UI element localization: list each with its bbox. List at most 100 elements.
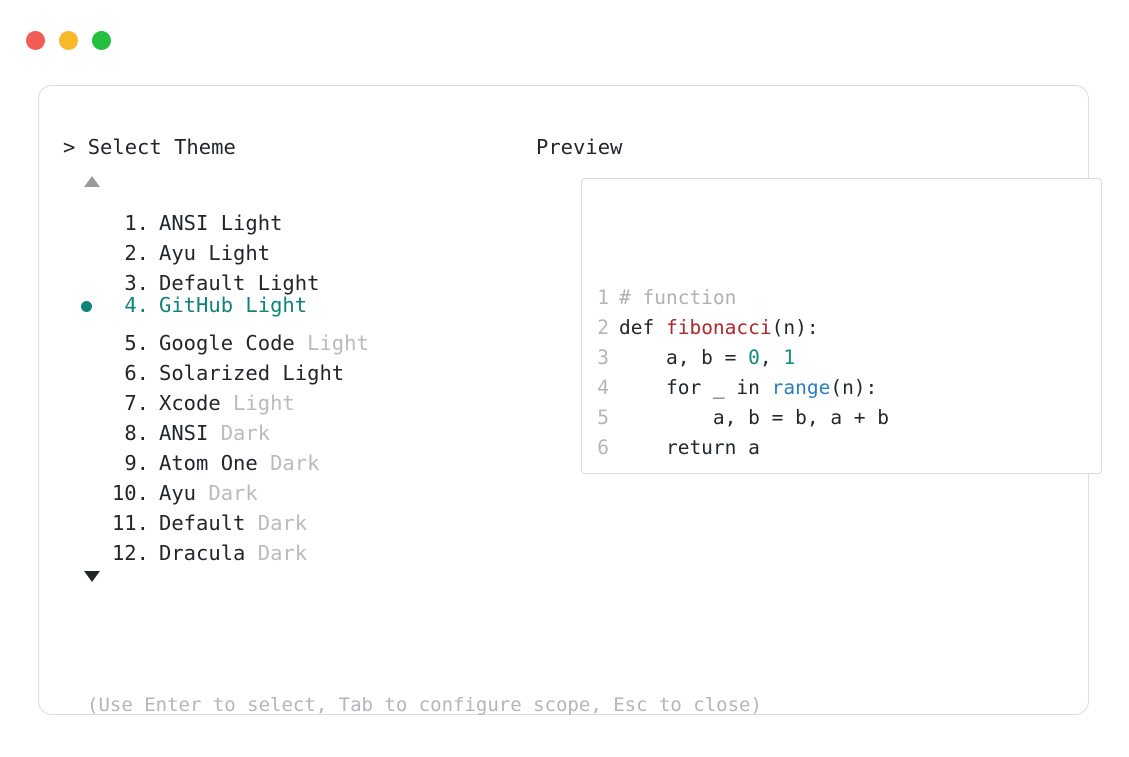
theme-item-variant: Dark bbox=[208, 421, 271, 445]
code-line: 5 a, b = b, a + b bbox=[597, 403, 924, 433]
theme-item-name: Ayu bbox=[159, 481, 197, 505]
theme-item-name: Default bbox=[159, 271, 246, 295]
window-controls bbox=[26, 31, 111, 50]
theme-item-name: Ayu bbox=[159, 241, 197, 265]
theme-item-name: Atom One bbox=[159, 451, 258, 475]
theme-item-index: 2. bbox=[124, 241, 149, 265]
theme-item-index: 7. bbox=[124, 391, 149, 415]
theme-item-name: ANSI bbox=[159, 211, 209, 235]
theme-list-item[interactable]: 3. Default Light bbox=[63, 260, 533, 295]
theme-list-item[interactable]: 7. Xcode Light bbox=[63, 380, 533, 415]
code-line: 6 return a bbox=[597, 433, 924, 463]
selected-bullet-icon bbox=[81, 301, 92, 312]
selection-bullet-cell bbox=[63, 410, 103, 440]
selection-bullet-cell bbox=[63, 470, 103, 500]
theme-list-item[interactable]: 4. GitHub Light bbox=[63, 290, 533, 320]
theme-list-item[interactable]: 1. ANSI Light bbox=[63, 200, 533, 235]
selection-bullet-cell bbox=[63, 440, 103, 470]
selection-bullet-cell bbox=[63, 530, 103, 560]
code-token: (n): bbox=[771, 316, 819, 339]
theme-item-name: ANSI bbox=[159, 421, 209, 445]
theme-item-variant: Light bbox=[220, 391, 295, 415]
code-token: 1 bbox=[783, 346, 796, 369]
theme-item-index: 11. bbox=[111, 511, 149, 535]
code-token: # function bbox=[619, 286, 737, 309]
theme-item-variant: Dark bbox=[196, 481, 258, 505]
theme-item-name: Solarized bbox=[159, 361, 271, 385]
line-number: 1 bbox=[597, 286, 609, 309]
theme-item-variant: Light bbox=[208, 211, 283, 235]
theme-item-variant: Dark bbox=[257, 451, 320, 475]
theme-item-name: Dracula bbox=[159, 541, 246, 565]
theme-item-variant: Light bbox=[245, 271, 320, 295]
theme-item-variant: Light bbox=[233, 293, 308, 317]
theme-list-item[interactable]: 8. ANSI Dark bbox=[63, 410, 533, 445]
selection-bullet-cell bbox=[63, 260, 103, 290]
theme-item-name: Default bbox=[159, 511, 246, 535]
theme-list-item[interactable]: 12. Dracula Dark bbox=[63, 530, 533, 565]
code-token: fibonacci bbox=[665, 316, 772, 339]
theme-item-index: 9. bbox=[124, 451, 149, 475]
theme-item-index: 8. bbox=[124, 421, 149, 445]
theme-item-index: 4. bbox=[124, 293, 149, 317]
line-number: 3 bbox=[597, 346, 609, 369]
scroll-down-icon[interactable] bbox=[84, 571, 100, 582]
theme-list-item[interactable]: 6. Solarized Light bbox=[63, 350, 533, 385]
selection-bullet-cell bbox=[63, 320, 103, 350]
theme-item-variant: Dark bbox=[245, 511, 308, 535]
theme-item-index: 12. bbox=[111, 541, 149, 565]
code-token: def bbox=[619, 316, 666, 339]
theme-list-item[interactable]: 9. Atom One Dark bbox=[63, 440, 533, 475]
selection-bullet-cell bbox=[63, 500, 103, 530]
line-number: 5 bbox=[597, 406, 609, 429]
code-token: range bbox=[771, 376, 831, 399]
zoom-icon[interactable] bbox=[92, 31, 111, 50]
prompt-symbol: > bbox=[63, 135, 76, 159]
page-title-text: Select Theme bbox=[87, 135, 236, 159]
code-token: 0 bbox=[748, 346, 760, 369]
selection-bullet-cell bbox=[63, 292, 103, 322]
page-title: > Select Theme bbox=[63, 134, 533, 160]
theme-list-item[interactable]: 5. Google Code Light bbox=[63, 320, 533, 355]
theme-item-name: GitHub bbox=[159, 293, 234, 317]
theme-item-variant: Light bbox=[294, 331, 369, 355]
theme-item-name: Google Code bbox=[159, 331, 295, 355]
theme-item-index: 6. bbox=[124, 361, 149, 385]
code-token: a, b = b, a + b bbox=[619, 406, 890, 429]
theme-item-variant: Dark bbox=[245, 541, 308, 565]
minimize-icon[interactable] bbox=[59, 31, 78, 50]
theme-item-index: 3. bbox=[124, 271, 149, 295]
code-token: (n): bbox=[830, 376, 878, 399]
keyboard-hint: (Use Enter to select, Tab to configure s… bbox=[87, 694, 762, 716]
code-token: for _ in bbox=[619, 376, 772, 399]
theme-list-item[interactable]: 10. Ayu Dark bbox=[63, 470, 533, 505]
scroll-up-icon[interactable] bbox=[84, 176, 100, 187]
theme-list-item[interactable]: 11. Default Dark bbox=[63, 500, 533, 535]
theme-list-item[interactable]: 2. Ayu Light bbox=[63, 230, 533, 265]
close-icon[interactable] bbox=[26, 31, 45, 50]
theme-item-variant: Light bbox=[196, 241, 271, 265]
code-line: 3 a, b = 0, 1 bbox=[597, 343, 924, 373]
theme-item-index: 1. bbox=[124, 211, 149, 235]
code-line: 4 for _ in range(n): bbox=[597, 373, 924, 403]
theme-item-index: 10. bbox=[111, 481, 149, 505]
code-token: , bbox=[759, 346, 784, 369]
theme-item-variant: Light bbox=[270, 361, 345, 385]
code-line: 2 def fibonacci(n): bbox=[597, 313, 924, 343]
code-token: a, b = bbox=[619, 346, 749, 369]
theme-item-index: 5. bbox=[124, 331, 149, 355]
selection-bullet-cell bbox=[63, 230, 103, 260]
selection-bullet-cell bbox=[63, 200, 103, 230]
code-token: return a bbox=[619, 436, 760, 459]
line-number: 2 bbox=[597, 316, 609, 339]
line-number: 4 bbox=[597, 376, 609, 399]
line-number: 6 bbox=[597, 436, 609, 459]
selection-bullet-cell bbox=[63, 380, 103, 410]
theme-item-name: Xcode bbox=[159, 391, 221, 415]
